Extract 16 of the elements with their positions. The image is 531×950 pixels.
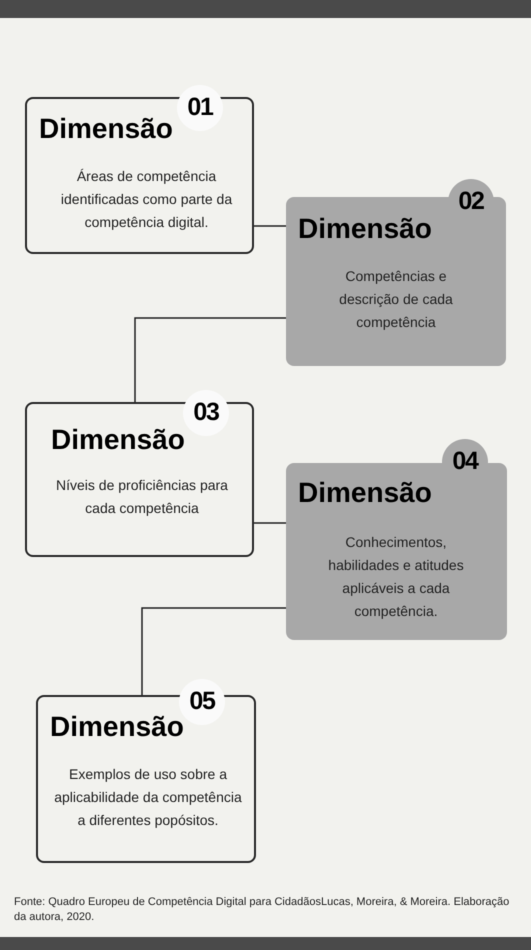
card-heading: Dimensão [51, 426, 185, 454]
source-note: Fonte: Quadro Europeu de Competência Digital para CidadãosLucas, Moreira, & Moreira. Elaboração da autora, 2020. [14, 895, 510, 925]
connector-line [254, 522, 286, 524]
card-heading: Dimensão [39, 115, 173, 143]
card-heading: Dimensão [298, 479, 432, 507]
card-heading: Dimensão [298, 215, 432, 243]
card-description: Exemplos de uso sobre a aplicabilidade da competência a diferentes popósitos. [53, 765, 243, 830]
connector-line [134, 317, 286, 402]
card-description: Níveis de proficiências para cada competência [55, 476, 229, 518]
connector-line [254, 225, 286, 227]
number-badge: 01 [177, 85, 223, 131]
card-description: Áreas de competência identificadas como parte da competência digital. [60, 167, 234, 232]
connector-line [141, 607, 286, 695]
card-description: Conhecimentos, habilidades e atitudes aplicáveis a cada competência. [327, 533, 465, 621]
number-badge: 03 [183, 390, 229, 436]
card-description: Competências e descrição de cada competência [338, 267, 454, 332]
